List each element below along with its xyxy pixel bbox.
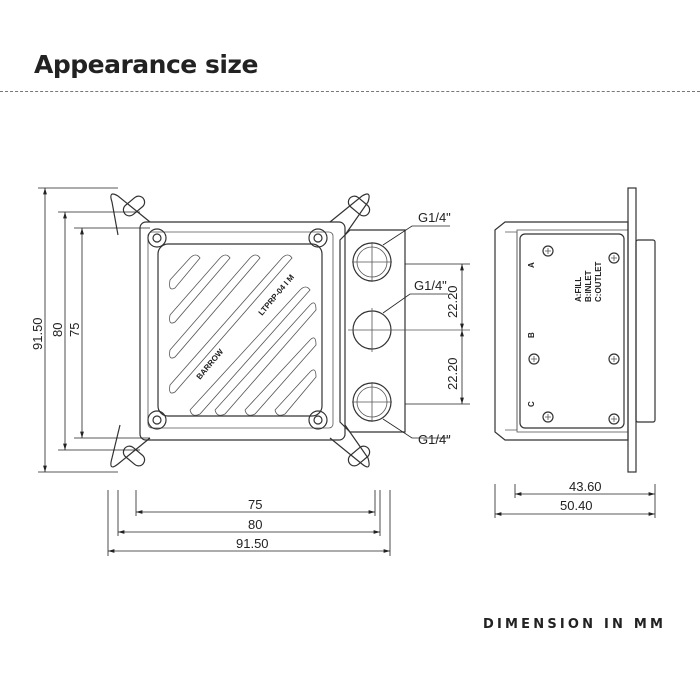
- dim-port-bottom: 22.20: [445, 357, 460, 390]
- port-middle: [348, 308, 470, 352]
- ports: [348, 242, 470, 422]
- screw-icon: [608, 252, 620, 264]
- port-letter-b: B: [527, 332, 536, 338]
- mounting-bracket: [110, 193, 371, 468]
- side-coldplate: [635, 239, 656, 423]
- legend-outlet: C:OUTLET: [594, 261, 603, 302]
- screw-icon: [608, 413, 620, 425]
- top-cover: [157, 243, 323, 417]
- legend-inlet: B:INLET: [584, 270, 593, 302]
- cover-grooves: [169, 254, 317, 416]
- port-letter-c: C: [527, 401, 536, 407]
- screw-icons: [528, 245, 620, 425]
- dim-width-inner: 75: [248, 497, 262, 512]
- dim-port-top: 22.20: [445, 285, 460, 318]
- legend-fill: A:FILL: [574, 277, 583, 302]
- screw-icons: [147, 228, 328, 430]
- page-title: Appearance size: [34, 50, 258, 79]
- side-view: A B C A:FILL B:INLET C:OUTLET 43.60 50.4…: [494, 187, 656, 518]
- port-top: [352, 242, 392, 282]
- screw-icon: [542, 411, 554, 423]
- front-view: LTPRP-04 I M BARROW G1/4" G1/4" G1/4" 22…: [30, 187, 470, 556]
- dim-depth-overall: 50.40: [560, 498, 593, 513]
- port-letter-a: A: [527, 262, 536, 268]
- port-label-top: G1/4": [418, 210, 451, 225]
- dim-depth-inner: 43.60: [569, 479, 602, 494]
- side-body: [494, 221, 629, 441]
- block-body: [139, 221, 346, 441]
- port-label-bottom: G1/4": [418, 432, 451, 447]
- side-bracket: [627, 187, 637, 473]
- dim-height-mid: 80: [50, 323, 65, 337]
- units-note: DIMENSION IN MM: [483, 617, 667, 632]
- leader-line: [382, 225, 450, 246]
- screw-icon: [608, 353, 620, 365]
- leader-line: [382, 418, 450, 439]
- model-label: LTPRP-04 I M: [257, 273, 297, 318]
- screw-icon: [147, 228, 167, 248]
- dim-width-overall: 91.50: [236, 536, 269, 551]
- port-block: [339, 229, 406, 433]
- dim-width-mid: 80: [248, 517, 262, 532]
- screw-icon: [147, 410, 167, 430]
- screw-icon: [528, 353, 540, 365]
- dashed-divider: [0, 91, 700, 92]
- dim-height-inner: 75: [67, 323, 82, 337]
- port-label-middle: G1/4": [414, 278, 447, 293]
- screw-icon: [308, 410, 328, 430]
- port-bottom: [352, 382, 392, 422]
- leader-line: [382, 293, 448, 314]
- screw-icon: [542, 245, 554, 257]
- screw-icon: [308, 228, 328, 248]
- dim-height-overall: 91.50: [30, 317, 45, 350]
